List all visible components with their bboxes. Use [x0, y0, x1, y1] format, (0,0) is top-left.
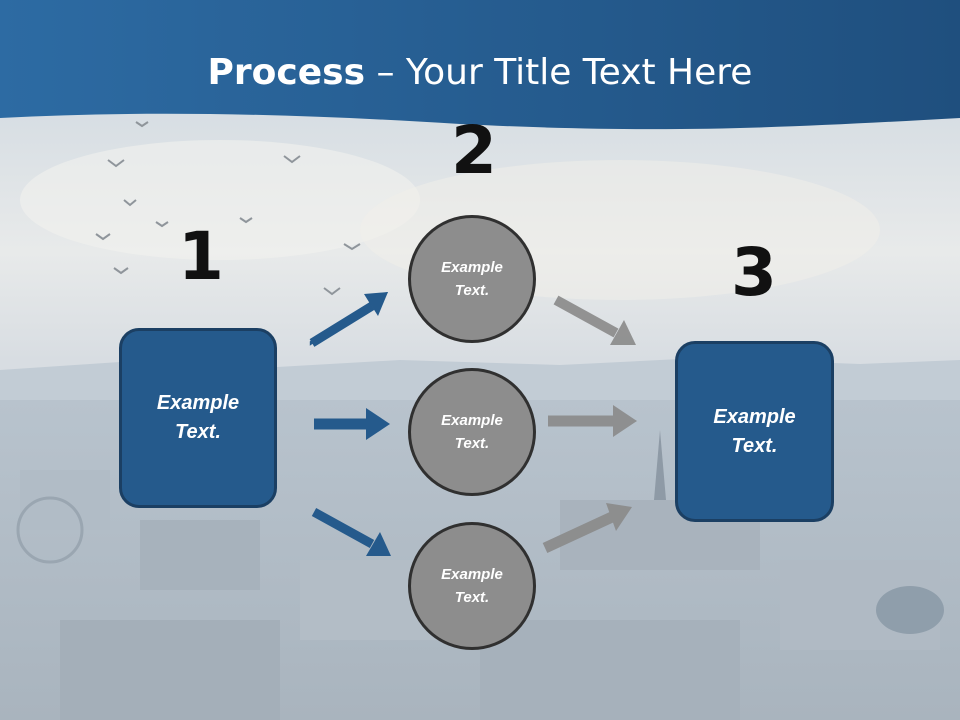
blue-arrows — [309, 292, 391, 556]
left-box-text: Example Text. — [156, 392, 240, 443]
arrow-left-to-bottom — [366, 532, 391, 556]
arrow-top-to-right — [610, 320, 636, 345]
step-number-2: 2 — [451, 112, 497, 189]
left-text-box[interactable]: Example Text. — [119, 328, 277, 508]
circle-bottom[interactable]: Example Text. — [408, 522, 536, 650]
step-number-1: 1 — [178, 218, 224, 295]
right-box-text: Example Text. — [713, 405, 796, 457]
title-bold: Process — [207, 52, 366, 93]
circle-middle-text: Example Text. — [441, 412, 503, 452]
circle-bottom-text: Example Text. — [441, 566, 503, 606]
circle-top-text: Example Text. — [441, 259, 503, 299]
arrow-bottom-to-right — [606, 503, 632, 531]
arrow-left-to-middle — [366, 408, 390, 440]
arrow-middle-to-right — [613, 405, 637, 437]
title-rest: – Your Title Text Here — [365, 52, 753, 93]
page-title: Process – Your Title Text Here — [0, 52, 960, 93]
right-text-box[interactable]: Example Text. — [675, 341, 834, 522]
circle-middle[interactable]: Example Text. — [408, 368, 536, 496]
gray-arrows — [542, 295, 637, 553]
step-number-3: 3 — [731, 234, 777, 311]
circle-top[interactable]: Example Text. — [408, 215, 536, 343]
